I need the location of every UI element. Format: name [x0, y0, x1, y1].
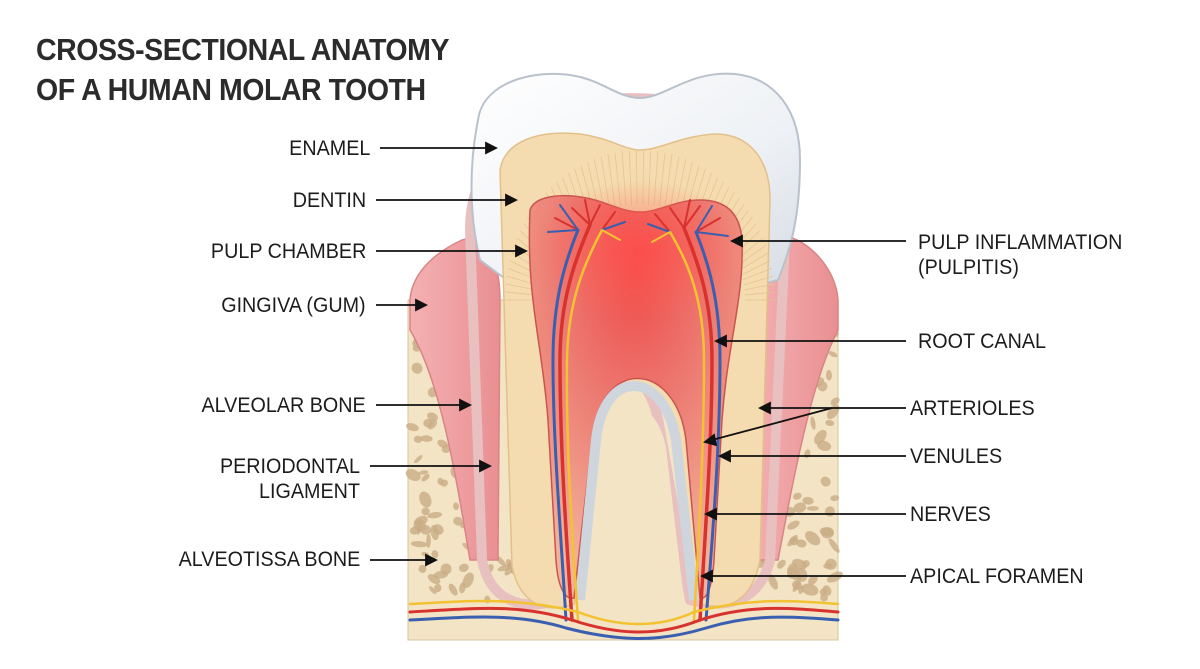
bone-pore	[413, 435, 423, 443]
dentin-tubule	[505, 291, 536, 296]
label-dentin: DENTIN	[292, 189, 366, 212]
blood-vessels-and-nerves	[408, 199, 840, 640]
inflammation-glow	[530, 180, 750, 320]
label-venules: VENULES	[910, 445, 1003, 468]
dentin-tubule	[741, 260, 771, 276]
label-pulpitis: PULP INFLAMMATION (PULPITIS)	[918, 230, 1122, 280]
bone-pore	[418, 564, 427, 573]
bone-pore	[406, 423, 419, 432]
label-enamel: ENAMEL	[288, 137, 370, 160]
bone-pore	[793, 502, 807, 513]
bone-pore	[802, 496, 814, 505]
inter-radicular-bone	[592, 406, 684, 600]
label-root-canal: ROOT CANAL	[918, 330, 1046, 353]
label-apical-foramen: APICAL FORAMEN	[910, 565, 1084, 588]
bone-pore	[787, 534, 798, 547]
bone-pore	[434, 583, 442, 593]
bone-pore	[792, 580, 802, 590]
bone-pore	[796, 539, 807, 548]
label-pulp-chamber: PULP CHAMBER	[210, 240, 366, 263]
bone-pore	[806, 506, 819, 511]
bone-pore	[792, 558, 807, 570]
bone-pore	[830, 397, 840, 406]
label-arterioles: ARTERIOLES	[910, 397, 1035, 420]
bone-pore	[458, 563, 469, 572]
bone-pore	[805, 531, 821, 546]
dentin-tubule	[744, 283, 775, 291]
bone-pore	[822, 585, 832, 596]
bone-pore	[414, 454, 423, 464]
dentin-tubule	[744, 291, 775, 296]
diagram-title: CROSS-SECTIONAL ANATOMY OF A HUMAN MOLAR…	[36, 30, 449, 110]
bone-pore	[421, 507, 430, 516]
title-line-1: CROSS-SECTIONAL ANATOMY	[36, 32, 450, 67]
bone-pore	[828, 538, 840, 553]
label-alveotissa-bone: ALVEOTISSA BONE	[178, 548, 360, 571]
label-periodontal-line-2: LIGAMENT	[259, 480, 360, 503]
bone-pore	[819, 527, 834, 537]
bone-pore	[830, 495, 840, 502]
label-pulpitis-line-2: (PULPITIS)	[918, 256, 1019, 279]
bone-pore	[428, 586, 437, 595]
bone-pore	[410, 541, 428, 548]
bone-pore	[423, 418, 434, 428]
title-line-2: OF A HUMAN MOLAR TOOTH	[36, 72, 426, 107]
bone-pore	[411, 362, 423, 374]
bone-pore	[431, 550, 439, 559]
bone-pore	[824, 558, 837, 570]
label-gingiva: GINGIVA (GUM)	[221, 294, 366, 317]
bone-pore	[413, 519, 426, 532]
bone-pore	[440, 563, 452, 575]
bone-pore	[820, 476, 831, 487]
bone-pore	[808, 575, 818, 585]
bone-pore	[426, 412, 438, 421]
bone-pore	[453, 502, 459, 511]
bone-pore	[440, 479, 448, 487]
bone-pore	[420, 435, 433, 442]
dentin-tubule	[505, 283, 536, 291]
dentin-tubule	[743, 275, 774, 286]
bone-pore	[826, 571, 843, 583]
bone-pore	[787, 520, 800, 530]
bone-pore	[453, 516, 463, 526]
bone-pore	[459, 582, 466, 594]
bone-pore	[418, 470, 429, 475]
bone-pore	[792, 492, 802, 500]
bone-pore	[814, 429, 827, 445]
bone-pore	[776, 559, 786, 569]
bone-pore	[430, 525, 439, 541]
bone-pore	[828, 351, 838, 358]
bone-pore	[801, 583, 819, 596]
label-nerves: NERVES	[910, 503, 991, 526]
bone-pore	[437, 439, 448, 449]
bone-pore	[448, 583, 458, 596]
bone-pore	[427, 511, 443, 519]
bone-pore	[462, 572, 474, 588]
bone-pore	[820, 593, 828, 602]
bone-pore	[421, 473, 430, 482]
bone-pore	[810, 416, 816, 430]
bone-pore	[419, 491, 432, 508]
inter-radicular-outline	[575, 381, 699, 601]
bone-pore	[825, 419, 835, 427]
bone-pore	[427, 573, 441, 585]
label-periodontal-ligament: PERIODONTAL LIGAMENT	[220, 454, 360, 504]
leader-lines	[370, 141, 906, 583]
bone-pore	[405, 469, 421, 481]
bone-pore	[768, 574, 778, 590]
label-periodontal-line-1: PERIODONTAL	[219, 455, 360, 478]
label-pulpitis-line-1: PULP INFLAMMATION	[918, 231, 1123, 254]
dentin-tubule	[742, 267, 773, 281]
label-alveolar-bone: ALVEOLAR BONE	[201, 394, 366, 417]
bone-pore	[825, 369, 832, 381]
